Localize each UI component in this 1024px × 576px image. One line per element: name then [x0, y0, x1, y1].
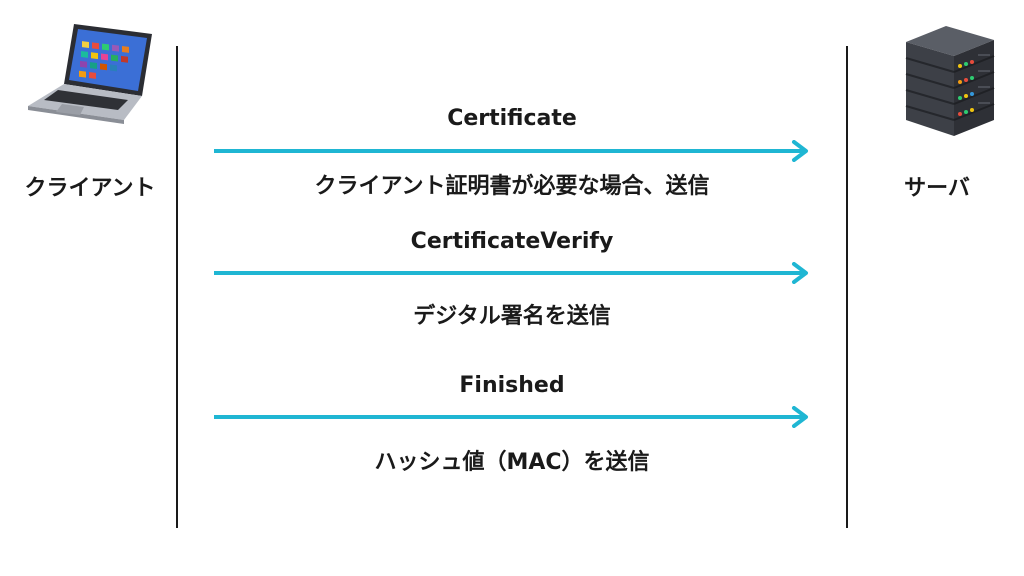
message-title: CertificateVerify — [410, 229, 614, 254]
message-description: ハッシュ値（MAC）を送信 — [374, 450, 650, 475]
message-arrow — [214, 406, 808, 428]
message-title: Finished — [459, 373, 565, 398]
message-arrow — [214, 262, 808, 284]
server-label: サーバ — [904, 176, 970, 201]
message-description: デジタル署名を送信 — [413, 304, 611, 329]
message-arrow — [214, 140, 808, 162]
client-label: クライアント — [24, 176, 156, 201]
server-lifeline — [846, 46, 848, 528]
client-lifeline — [176, 46, 178, 528]
message-title: Certificate — [447, 106, 577, 131]
laptop-icon — [24, 20, 156, 128]
message-description: クライアント証明書が必要な場合、送信 — [314, 174, 710, 199]
server-icon — [898, 14, 998, 142]
